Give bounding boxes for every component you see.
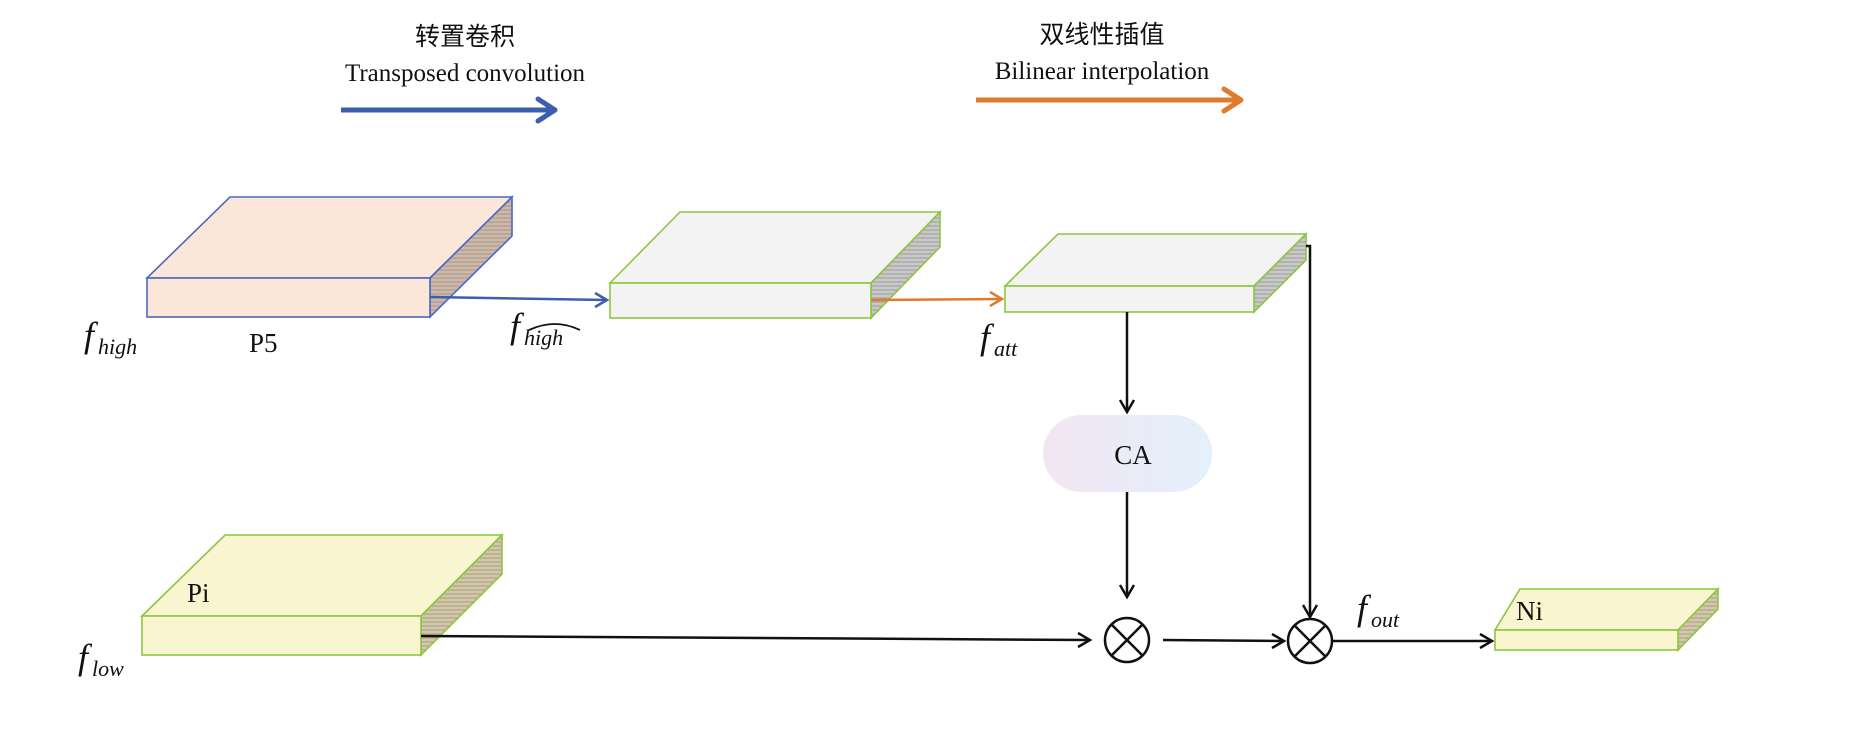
multiply-icon — [1286, 617, 1334, 665]
block-pi — [140, 533, 504, 657]
legend-transposed-en: Transposed convolution — [345, 60, 586, 87]
block-ni — [1493, 587, 1720, 652]
blue-arrow-icon — [341, 96, 558, 124]
block-p5 — [145, 195, 514, 319]
legend-transposed-cn: 转置卷积 — [415, 22, 515, 51]
arrow-att-to-ca — [1118, 312, 1136, 415]
label-pi: Pi — [187, 578, 210, 608]
arrow-bilinear — [870, 290, 1005, 308]
legend-bilinear-interpolation: 双线性插值 Bilinear interpolation — [976, 20, 1244, 114]
arrow-ca-to-mult — [1118, 492, 1136, 600]
arrow-out — [1333, 632, 1495, 650]
orange-arrow-icon — [976, 86, 1244, 114]
label-ca: CA — [1114, 440, 1152, 470]
arrow-mult-to-mult — [1162, 632, 1287, 650]
arrow-low-to-mult — [420, 631, 1093, 649]
arrow-att-skip — [1301, 244, 1319, 620]
multiply-icon — [1103, 616, 1151, 664]
block-f-att — [1003, 232, 1308, 314]
label-p5: P5 — [249, 328, 278, 358]
legend-bilinear-cn: 双线性插值 — [1039, 20, 1164, 49]
legend-transposed-convolution: 转置卷积 Transposed convolution — [341, 22, 586, 124]
legend-bilinear-en: Bilinear interpolation — [995, 58, 1210, 85]
ca-module — [1043, 415, 1212, 492]
arrow-transposed-conv — [429, 291, 610, 309]
label-ni: Ni — [1516, 596, 1543, 626]
block-upsampled — [608, 210, 942, 320]
